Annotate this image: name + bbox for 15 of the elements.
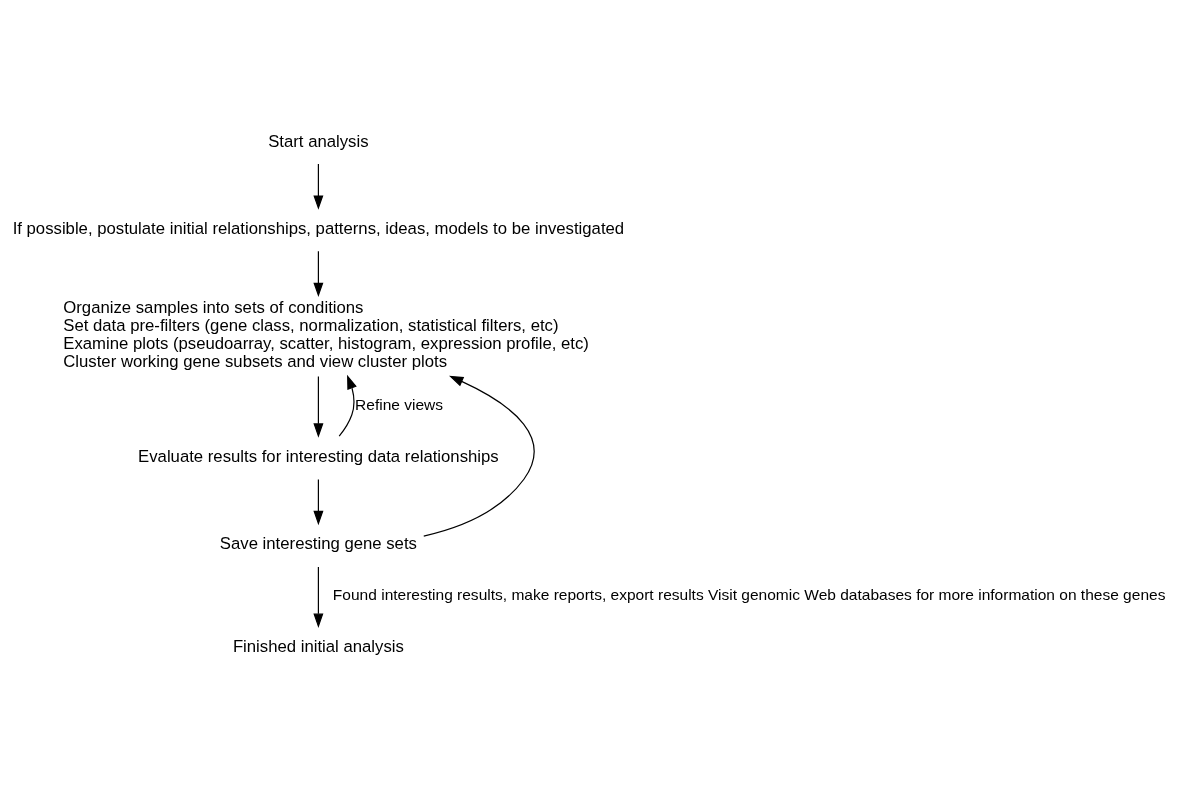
node-text: Start analysis	[268, 131, 369, 151]
arrow	[313, 478, 324, 526]
arrow	[338, 374, 357, 437]
node-text: Organize samples into sets of conditions Set data pre-filters (gene class, normalization, statistical filters, etc) Examine plots (pseudoarray, scatter, histogram, expression profile, etc) Cluster working gene subsets and view cluster plots	[63, 298, 589, 372]
arrow	[313, 375, 324, 438]
node-text: Finished initial analysis	[232, 637, 404, 657]
arrow	[313, 163, 324, 210]
node-text: If possible, postulate initial relationships, patterns, ideas, models to be investigated	[12, 218, 625, 238]
node-text: Evaluate results for interesting data relationships	[138, 447, 499, 467]
edge-label: Found interesting results, make reports, export results Visit genomic Web databases for more information on these genes	[332, 586, 1166, 604]
arrow	[313, 250, 324, 298]
arrow	[313, 566, 324, 628]
node-text: Save interesting gene sets	[219, 534, 417, 554]
edge-label: Refine views	[355, 396, 444, 414]
arrow	[423, 375, 535, 537]
